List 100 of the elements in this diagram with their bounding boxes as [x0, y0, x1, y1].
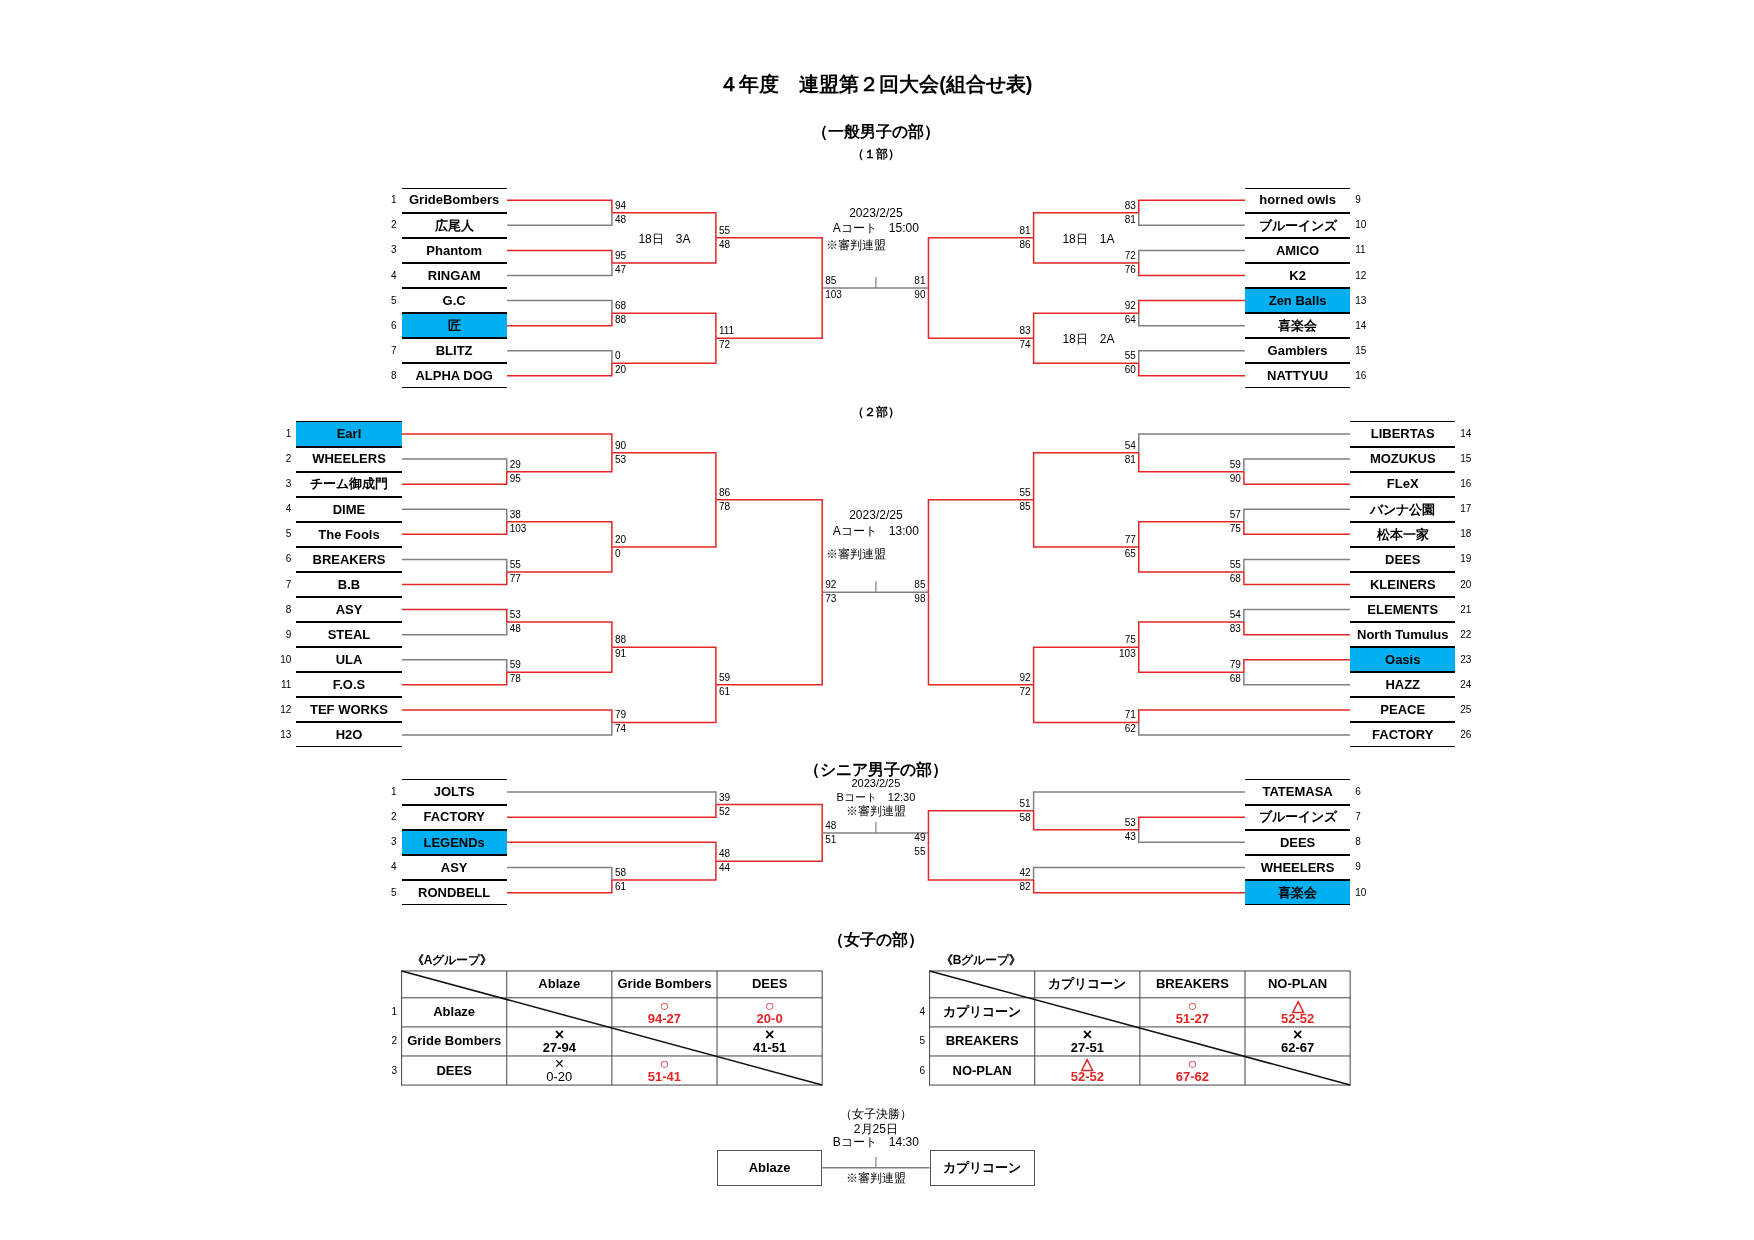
label-text: （シニア男子の部）	[803, 759, 948, 779]
bracket-line	[1138, 199, 1246, 214]
bracket-line	[506, 350, 613, 365]
bracket-line	[1032, 212, 1140, 239]
label-text: Aコート 15:00	[832, 220, 919, 236]
score: 86	[1018, 238, 1032, 251]
seed-number: 15	[1355, 345, 1367, 356]
bracket-line	[1138, 312, 1246, 327]
team-slot: DEES	[1245, 829, 1351, 855]
score: 42	[1018, 867, 1032, 880]
seed-number: 8	[391, 370, 397, 381]
label-text: 51-41	[647, 1069, 682, 1086]
score: 90	[913, 289, 927, 302]
bracket-line	[506, 362, 613, 377]
seed-number: 5	[391, 295, 397, 306]
team-slot: ASY	[401, 854, 507, 880]
seed-number: 23	[1460, 654, 1472, 665]
score: 78	[717, 500, 732, 513]
score: 95	[508, 472, 522, 485]
score: 54	[1123, 439, 1137, 452]
label-text: （女子の部）	[827, 929, 924, 950]
bracket-line	[611, 312, 717, 339]
label-text: 《Aグループ》	[411, 952, 493, 968]
bracket-line	[400, 458, 508, 473]
team-slot: TEF WORKS	[296, 697, 402, 723]
score: 81	[913, 275, 927, 288]
label-text: Aコート 13:00	[832, 523, 919, 539]
team-slot: ブルーインズ	[1245, 212, 1351, 238]
seed-number: 5	[285, 529, 292, 540]
seed-number: 24	[1460, 679, 1472, 690]
bracket-line	[1032, 452, 1140, 501]
score: 55	[1228, 558, 1242, 571]
team-slot: AMICO	[1245, 237, 1351, 263]
bracket-line	[1032, 791, 1246, 812]
label-text: Ablaze	[433, 1004, 476, 1021]
score: 68	[1228, 673, 1242, 686]
bracket-line	[400, 508, 508, 523]
seed-number: 14	[1355, 320, 1367, 331]
score: 20	[613, 364, 627, 377]
team-slot: 松本一家	[1350, 521, 1456, 547]
label-text: ×	[1082, 1024, 1092, 1043]
team-slot: Phantom	[401, 237, 507, 263]
label-text: 18日 2A	[1062, 331, 1115, 347]
label-text: （１部）	[851, 146, 900, 162]
seed-number: 16	[1460, 479, 1472, 490]
label-text: カプリコーン	[1048, 976, 1127, 993]
score: 78	[508, 673, 522, 686]
seed-number: 3	[285, 479, 292, 490]
bracket-line	[400, 721, 613, 736]
bracket-line	[506, 621, 613, 648]
label-text: （一般男子の部）	[811, 122, 940, 142]
label-text: 67-62	[1175, 1069, 1210, 1086]
score: 75	[1123, 634, 1137, 647]
bracket-line	[1032, 499, 1140, 548]
label-text: 5	[919, 1035, 926, 1048]
team-slot: BLITZ	[401, 338, 507, 364]
team-box: Ablaze	[717, 1149, 823, 1186]
score: 55	[1018, 486, 1032, 499]
bracket-line	[506, 521, 613, 548]
seed-number: 7	[285, 579, 292, 590]
label-text: 41-51	[753, 1040, 787, 1057]
team-slot: Earl	[296, 421, 402, 447]
bracket-line	[611, 646, 717, 686]
score: 43	[1123, 830, 1137, 843]
bracket-line	[715, 803, 823, 834]
bracket-line	[927, 237, 1035, 289]
team-slot: チーム御成門	[296, 471, 402, 497]
score: 86	[717, 486, 732, 499]
score: 48	[717, 238, 732, 251]
score: 52	[717, 805, 732, 818]
team-slot: B.B	[296, 571, 402, 597]
label-text: 4	[919, 1006, 926, 1019]
score: 103	[1118, 648, 1137, 661]
seed-number: 2	[391, 220, 397, 231]
team-slot: PEACE	[1350, 697, 1456, 723]
score: 59	[508, 659, 522, 672]
score: 59	[1228, 458, 1242, 471]
score: 72	[1123, 249, 1137, 262]
score: 58	[1018, 811, 1032, 824]
team-slot: DEES	[1350, 546, 1456, 572]
team-slot: NATTYUU	[1245, 363, 1351, 389]
bracket-line	[821, 287, 930, 289]
team-slot: ASY	[296, 597, 402, 623]
bracket-line	[506, 249, 613, 264]
score: 48	[508, 623, 522, 636]
score: 103	[824, 289, 843, 302]
label-text: DEES	[436, 1062, 472, 1079]
label-text: （女子決勝）	[839, 1106, 912, 1122]
bracket-line	[611, 499, 717, 548]
bracket-line	[506, 866, 613, 881]
label-text: 2023/2/25	[849, 507, 903, 523]
seed-number: 2	[391, 812, 397, 823]
score: 68	[613, 300, 627, 313]
bracket-line	[506, 262, 613, 277]
seed-number: 15	[1460, 454, 1472, 465]
score: 55	[913, 846, 927, 859]
score: 90	[613, 439, 627, 452]
seed-number: 4	[285, 504, 292, 515]
label-text: 6	[919, 1064, 926, 1077]
bracket-line	[1243, 508, 1351, 523]
